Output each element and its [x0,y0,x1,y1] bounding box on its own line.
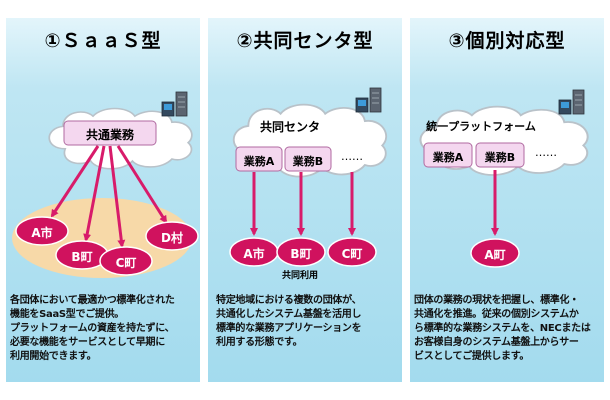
saas-diagram [12,91,199,278]
panel-shared-center-background [208,18,402,382]
individual-task-a-label: 業務A [432,151,464,164]
saas-city-c-label: C町 [115,256,137,270]
individual-city-a-pill [470,238,520,268]
individual-task-b-box [475,142,525,168]
saas-common-task-label: 共通業務 [85,128,134,142]
shared-center-task-more: …… [341,150,363,163]
shared-center-task-a-box [235,146,283,172]
shared-center-city-c-label: C町 [341,247,363,261]
saas-arrow-d [116,145,168,224]
individual-task-more: …… [535,146,557,159]
saas-arrow-a [50,145,100,218]
saas-common-task-box [63,120,157,146]
saas-city-a-pill [15,216,69,246]
panel-shared-center-title: ②共同センタ型 [236,30,374,52]
saas-server-icon [161,91,188,117]
shared-center-task-b-box [284,146,332,172]
shared-center-description: 特定地域における複数の団体が、 共通化したシステム基盤を活用し 標準的な業務アプ… [216,295,362,348]
individual-city-a-label: A町 [484,248,506,262]
shared-center-city-b-label: B町 [290,247,312,261]
saas-city-c-pill [99,246,153,276]
individual-description: 団体の業務の現状を把握し、標準化・ 共通化を推進。従来の個別システムか ら標準的… [414,295,591,362]
shared-center-task-a-label: 業務A [243,155,275,168]
saas-city-b-label: B町 [71,250,93,264]
individual-server-icon [558,89,585,115]
panel-saas-title: ①ＳａａＳ型 [44,30,162,52]
individual-cloud-label: 統一プラットフォーム [426,120,536,133]
saas-city-d-pill [145,221,199,251]
individual-task-b-label: 業務B [484,151,516,164]
saas-arrow-c [108,145,126,248]
shared-center-cloud-label: 共同センタ [259,120,320,134]
shared-center-city-c-pill [327,237,377,267]
shared-center-diagram [229,87,388,267]
saas-description: 各団体において最適かつ標準化された 機能をSaaS型でご提供。 プラットフォーム… [10,295,175,362]
individual-diagram [419,89,589,268]
shared-center-city-b-pill [276,237,326,267]
panel-individual-background [410,18,604,382]
individual-task-a-box [423,142,473,168]
saas-arrow-b [83,145,106,242]
panel-individual-title: ③個別対応型 [448,30,566,52]
saas-city-d-label: D村 [161,231,183,245]
shared-center-shared-use-label: 共同利用 [281,271,318,281]
saas-city-a-label: A市 [31,226,53,240]
shared-center-task-b-label: 業務B [292,155,324,168]
shared-center-city-a-label: A市 [243,247,265,261]
shared-center-server-icon [355,87,382,113]
